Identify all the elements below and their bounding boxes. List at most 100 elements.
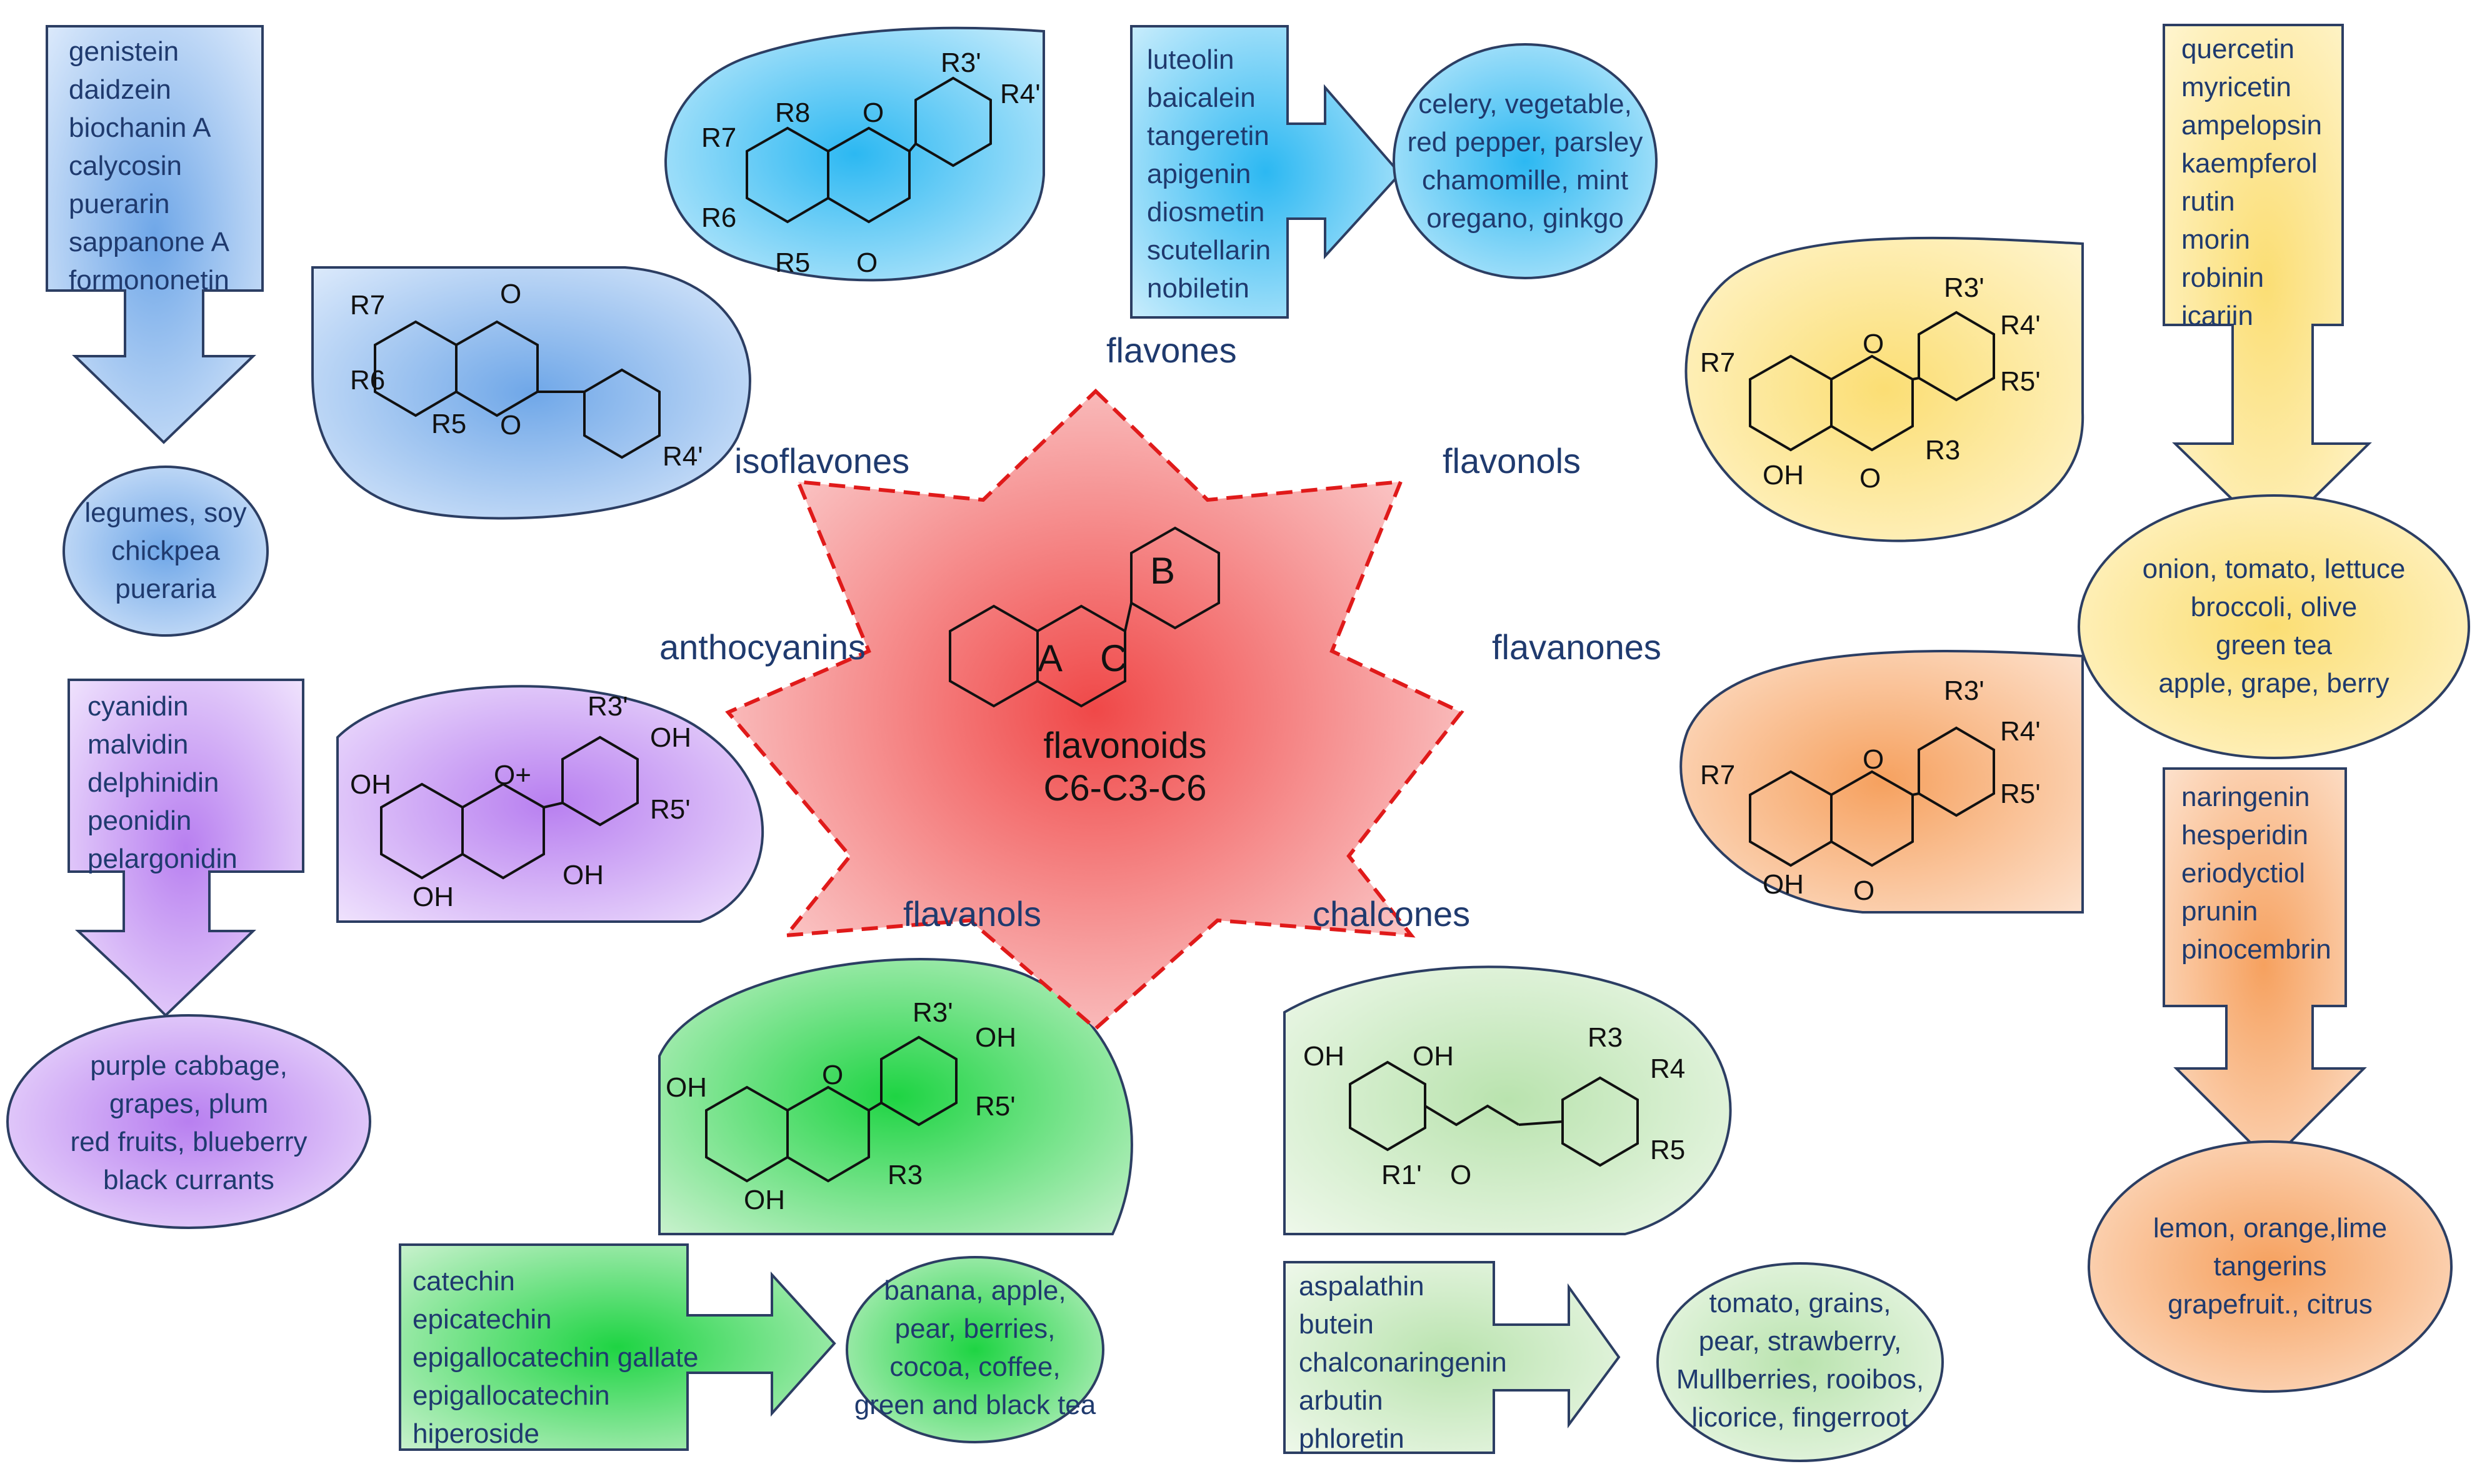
flavonols-r3: R3 (1925, 435, 1961, 466)
flavanols-oh-3: OH (975, 1022, 1016, 1053)
anthocyanins-oh-2: OH (413, 882, 454, 912)
flavonols-r7: R7 (1700, 347, 1736, 378)
flavanols-label: flavanols (903, 894, 1042, 934)
flavanones-structure-bubble (1679, 650, 2084, 914)
isoflavones-structure (374, 320, 661, 459)
flavones-r8: R8 (775, 97, 811, 128)
chalcones-r4: R4 (1650, 1053, 1686, 1084)
flavones-r7: R7 (701, 122, 737, 153)
flavones-compound-arrow (1130, 25, 1402, 319)
flavanols-o-ring: O (822, 1060, 844, 1090)
flavanones-compound-arrow (2163, 767, 2367, 1164)
flavones-label: flavones (1106, 331, 1237, 370)
flavanols-oh-2: OH (744, 1185, 785, 1215)
flavanols-structure (705, 1035, 958, 1183)
flavonols-o-ring: O (1863, 329, 1884, 359)
flavonols-oh: OH (1763, 460, 1804, 491)
isoflavones-o-ring: O (500, 279, 522, 309)
chalcones-source-ellipse (1656, 1262, 1944, 1462)
flavanones-r5p: R5' (2000, 779, 2041, 809)
anthocyanins-structure-bubble (336, 685, 764, 923)
flavones-o-keto: O (856, 247, 878, 278)
flavonols-o-keto: O (1859, 463, 1881, 494)
flavones-r6: R6 (701, 202, 737, 233)
center-subtitle: C6-C3-C6 (1043, 768, 1207, 809)
flavones-structure (746, 76, 992, 224)
chalcones-oh-1: OH (1303, 1041, 1344, 1072)
flavanones-structure (1749, 726, 1995, 867)
flavanones-o-keto: O (1853, 875, 1875, 906)
flavanones-r3p: R3' (1944, 675, 1984, 706)
isoflavones-structure-bubble (311, 266, 751, 520)
isoflavones-r4p: R4' (663, 441, 703, 472)
flavones-r4p: R4' (1000, 79, 1041, 109)
isoflavones-r5: R5 (431, 409, 467, 439)
ring-c-label: C (1100, 637, 1128, 679)
flavanols-r3: R3 (888, 1160, 923, 1190)
isoflavones-r6: R6 (350, 365, 386, 396)
flavonols-structure-bubble (1684, 236, 2084, 542)
isoflavones-source-ellipse (63, 466, 269, 637)
center-structure (949, 526, 1220, 708)
flavonols-r3p: R3' (1944, 272, 1984, 303)
flavonols-structure (1749, 311, 1995, 452)
anthocyanins-o-plus: O+ (494, 760, 531, 790)
flavonols-r4p: R4' (2000, 310, 2041, 341)
chalcones-oh-2: OH (1413, 1041, 1454, 1072)
flavones-r3p: R3' (941, 47, 981, 78)
flavonols-label: flavonols (1443, 441, 1581, 481)
anthocyanins-r3p: R3' (588, 691, 628, 722)
flavanones-r7: R7 (1700, 760, 1736, 790)
isoflavones-label: isoflavones (734, 441, 910, 481)
center-star (725, 388, 1464, 1031)
flavonols-source-ellipse (2078, 494, 2470, 759)
chalcones-label: chalcones (1313, 894, 1471, 934)
flavanones-oh: OH (1763, 869, 1804, 900)
flavones-structure-bubble (664, 26, 1045, 282)
flavanols-source-list: banana, apple,pear, berries,cocoa, coffe… (854, 1275, 1096, 1420)
flavanols-r3p: R3' (913, 997, 953, 1028)
flavonols-compound-arrow (2163, 24, 2372, 540)
flavones-r5: R5 (775, 247, 811, 278)
flavanones-label: flavanones (1492, 627, 1661, 667)
chalcones-o-keto: O (1450, 1160, 1472, 1190)
anthocyanins-label: anthocyanins (659, 627, 866, 667)
flavanones-o-ring: O (1863, 744, 1884, 775)
flavanols-source-ellipse (846, 1256, 1104, 1443)
chalcones-structure-bubble (1283, 965, 1732, 1235)
chalcones-r3: R3 (1588, 1022, 1623, 1053)
anthocyanins-oh-1: OH (350, 769, 391, 800)
center-title: flavonoids (1043, 725, 1207, 766)
chalcones-structure (1349, 1060, 1639, 1167)
flavanols-structure-bubble (658, 958, 1133, 1235)
chalcones-r1p: R1' (1381, 1160, 1422, 1190)
flavanones-source-ellipse (2088, 1140, 2453, 1393)
ring-a-label: A (1038, 637, 1063, 679)
anthocyanins-structure (380, 735, 639, 880)
flavanols-compound-arrow (399, 1243, 836, 1451)
flavanols-oh-1: OH (666, 1072, 707, 1103)
flavones-source-ellipse (1393, 43, 1658, 279)
chalcones-r5: R5 (1650, 1135, 1686, 1165)
chalcones-source-list: tomato, grains,pear, strawberry,Mullberr… (1676, 1288, 1924, 1433)
flavonols-r5p: R5' (2000, 366, 2041, 397)
anthocyanins-source-ellipse (6, 1014, 371, 1229)
chalcones-compound-arrow (1283, 1261, 1621, 1454)
flavanols-r5p: R5' (975, 1091, 1016, 1122)
flavones-o-ring: O (863, 97, 884, 128)
anthocyanins-oh-4: OH (650, 722, 691, 753)
isoflavones-o-keto: O (500, 410, 522, 441)
